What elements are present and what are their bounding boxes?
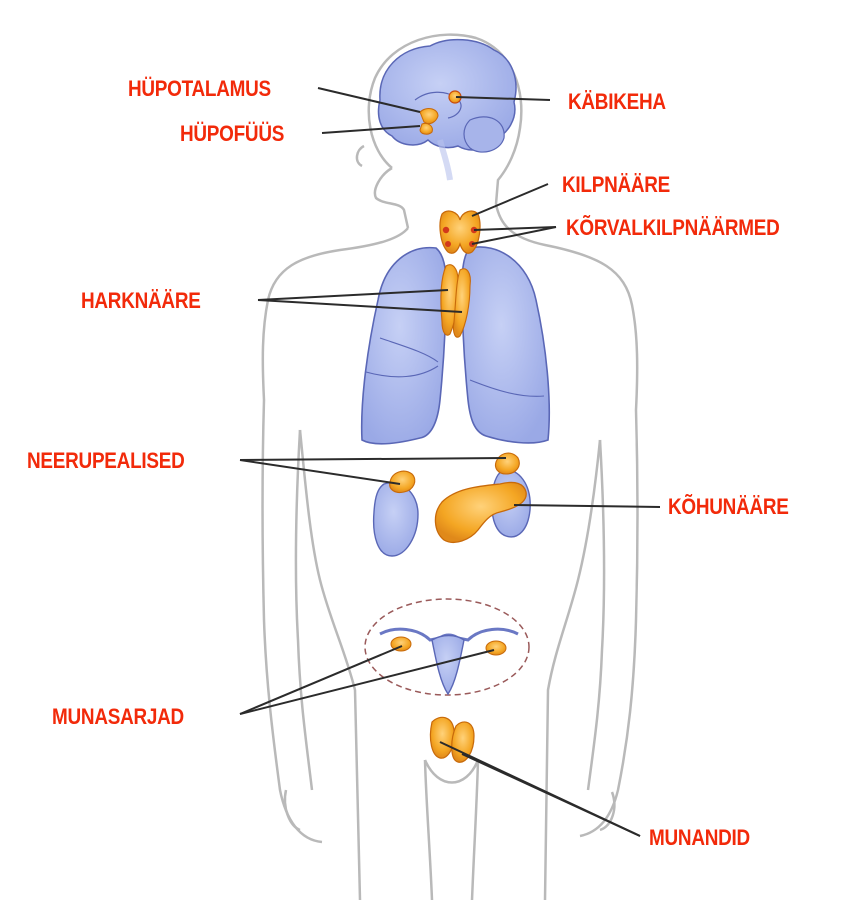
label-adrenals: NEERUPEALISED [27, 450, 185, 472]
label-pancreas: KÕHUNÄÄRE [668, 496, 789, 518]
label-thyroid: KILPNÄÄRE [562, 174, 670, 196]
label-hypothalamus: HÜPOTALAMUS [128, 78, 271, 100]
body-outline [263, 35, 638, 900]
label-pineal: KÄBIKEHA [568, 91, 666, 113]
thyroid [440, 211, 480, 253]
brain [379, 40, 516, 180]
label-pituitary: HÜPOFÜÜS [180, 123, 284, 145]
label-testes: MUNANDID [649, 827, 750, 849]
label-ovaries: MUNASARJAD [52, 706, 184, 728]
label-thymus: HARKNÄÄRE [81, 290, 201, 312]
uterus-ovaries [365, 599, 529, 695]
label-parathyroids: KÕRVALKILPNÄÄRMED [566, 217, 780, 239]
